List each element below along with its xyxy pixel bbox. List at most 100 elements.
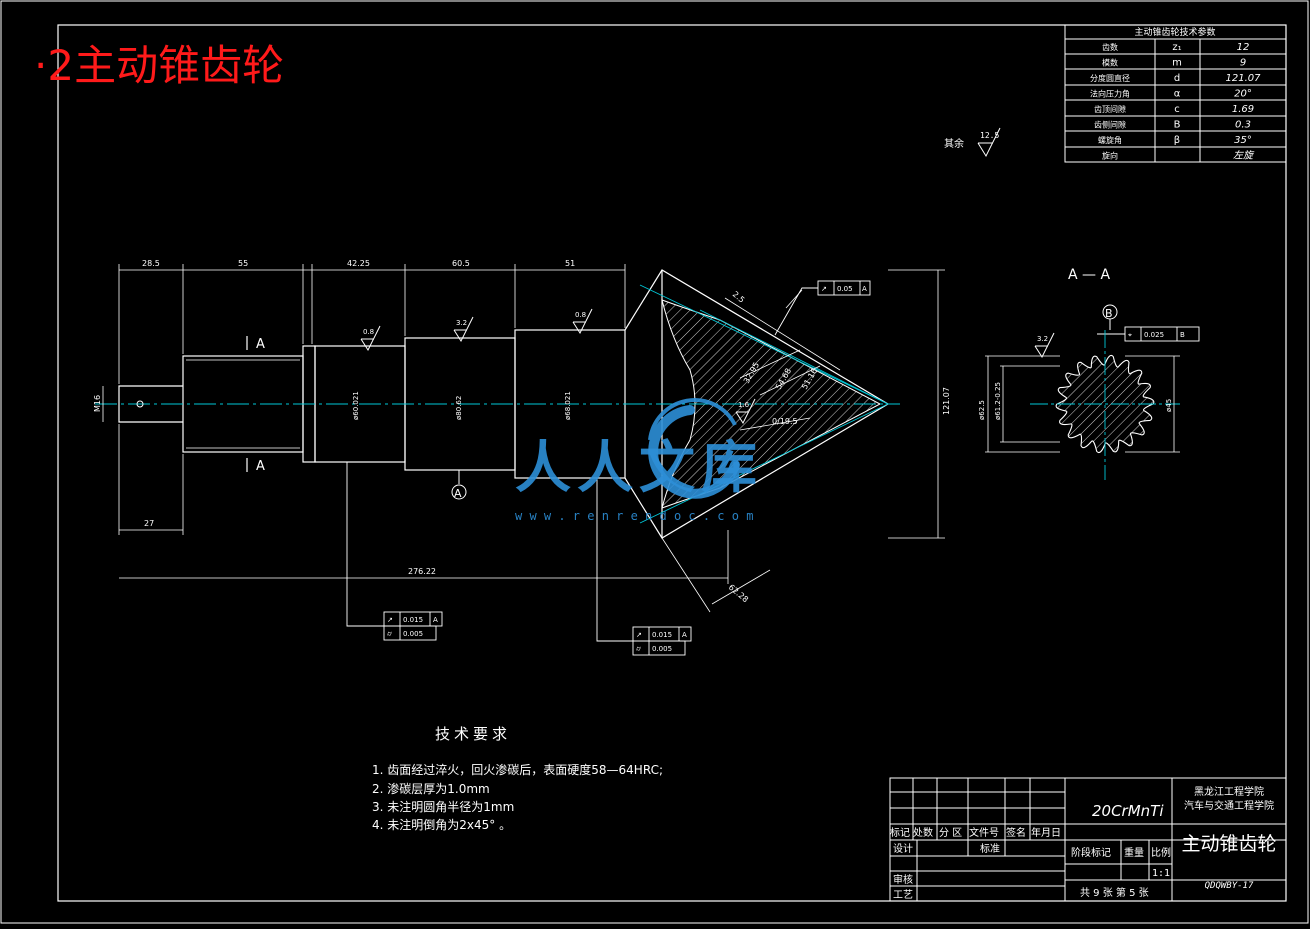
tol-spline-pos: 0.025 [1144, 331, 1164, 339]
svg-text:↗: ↗ [636, 631, 642, 639]
dim-spline-right: ø45 [1165, 399, 1173, 412]
roughness-5: 1.6 [738, 401, 750, 409]
param-symbol: B [1174, 120, 1181, 131]
tb-scale: 比例 [1151, 846, 1171, 859]
param-symbol: d [1174, 73, 1180, 84]
dim-42-25: 42.25 [347, 259, 370, 268]
tol-cone-ref: A [862, 285, 867, 293]
dim-60-5: 60.5 [452, 259, 470, 268]
section-title: A — A [1068, 267, 1110, 283]
tb-header-3: 文件号 [969, 826, 999, 839]
tb-header-1: 处数 [913, 826, 933, 839]
tolerance-frames [346, 280, 1200, 656]
roughness-2: 3.2 [456, 319, 467, 327]
tb-header-0: 标记 [890, 827, 910, 839]
datum-a-symbol [451, 470, 467, 500]
tol-left-runout: 0.015 [403, 616, 423, 624]
watermark-url: w w w . r e n r e n d o c . c o m [515, 509, 753, 523]
shank-hole [136, 400, 144, 408]
param-value: 1.69 [1232, 104, 1254, 115]
param-value: 35° [1234, 135, 1252, 146]
param-name: 法向压力角 [1090, 89, 1130, 99]
param-symbol: z₁ [1172, 42, 1181, 53]
dim-55: 55 [238, 259, 248, 268]
title-block-grid [889, 777, 1287, 902]
roughness-1: 0.8 [363, 328, 374, 336]
tb-code: QDQWBY-17 [1205, 881, 1254, 891]
tech-req-4: 4. 未注明倒角为2x45° 。 [372, 817, 511, 832]
param-value: 9 [1240, 58, 1246, 69]
tb-review: 审核 [893, 873, 913, 886]
tb-school-1: 黑龙江工程学院 [1194, 785, 1264, 798]
svg-text:ø61.2-0.25: ø61.2-0.25 [994, 382, 1002, 420]
tol-left-cyl: 0.005 [403, 630, 423, 638]
roughness-4: 3.2 [1037, 335, 1048, 343]
svg-text:⌖: ⌖ [1128, 331, 1132, 339]
param-name: 旋向 [1102, 151, 1118, 161]
dim-spline-left: ø62.5 [978, 400, 986, 420]
param-symbol: m [1172, 58, 1182, 69]
watermark-text: 人人文库 [515, 436, 763, 501]
dim-overall: 276.22 [408, 567, 436, 576]
param-name: 模数 [1102, 58, 1118, 68]
param-name: 齿数 [1102, 42, 1118, 52]
tb-school-2: 汽车与交通工程学院 [1184, 799, 1274, 812]
tb-header-5: 年月日 [1031, 826, 1061, 839]
spline-dimension-lines [985, 355, 1180, 453]
tb-design: 设计 [893, 842, 913, 855]
tb-part-name: 主动锥齿轮 [1181, 833, 1276, 855]
tb-scale-value: 1:1 [1152, 868, 1170, 879]
section-marker-bottom: A [256, 459, 265, 474]
dim-angle: 2.5 [731, 290, 747, 305]
dim-cone-4: 0/19.5 [772, 417, 798, 426]
tol-cone-runout: 0.05 [837, 285, 853, 293]
tb-header-2: 分 区 [939, 827, 962, 839]
tb-sheets: 共 9 张 第 5 张 [1080, 886, 1149, 899]
param-value: 左旋 [1233, 150, 1255, 162]
tb-stage-mark: 阶段标记 [1071, 846, 1111, 859]
surface-note-label: 其余 [944, 137, 964, 150]
tol-mid-cyl: 0.005 [652, 645, 672, 653]
param-value: 20° [1234, 89, 1252, 100]
tol-left-ref: A [433, 616, 438, 624]
tech-req-2: 2. 渗碳层厚为1.0mm [372, 781, 490, 796]
tb-weight: 重量 [1124, 846, 1144, 859]
datum-b-label: B [1105, 307, 1113, 320]
param-symbol: α [1174, 89, 1181, 100]
param-name: 齿顶间隙 [1094, 104, 1126, 114]
tech-req-1: 1. 齿面经过淬火，回火渗碳后，表面硬度58—64HRC; [372, 762, 663, 777]
tb-process: 工艺 [893, 889, 913, 901]
datum-a-label: A [454, 487, 462, 500]
tb-standard: 标准 [980, 843, 1000, 855]
dim-28-5: 28.5 [142, 259, 160, 268]
dim-shank: M16 [93, 395, 102, 412]
svg-text:ø60.021: ø60.021 [352, 391, 360, 420]
datum-b-symbol [1102, 304, 1118, 330]
tech-req-3: 3. 未注明圆角半径为1mm [372, 799, 514, 814]
svg-text:↗: ↗ [821, 285, 827, 293]
param-value: 12 [1237, 42, 1250, 53]
tech-req-list: 1. 齿面经过淬火，回火渗碳后，表面硬度58—64HRC; 2. 渗碳层厚为1.… [372, 762, 663, 832]
param-value: 0.3 [1235, 120, 1251, 131]
param-value: 121.07 [1226, 73, 1262, 84]
surface-note-roughness: 12.5 [980, 131, 999, 140]
dim-27: 27 [144, 519, 154, 528]
spline-center-lines [1030, 330, 1180, 480]
tol-spline-ref: B [1180, 331, 1185, 339]
param-symbol: β [1174, 135, 1180, 146]
dim-cone-height: 121.07 [942, 387, 951, 415]
center-lines [95, 284, 900, 524]
svg-text:↗: ↗ [387, 616, 393, 624]
param-symbol: c [1174, 104, 1180, 115]
params-rows: 齿数 z₁ 12 模数 m 9 分度圆直径 d 121.07 法向压力角 α 20° 齿顶间隙 c 1.69… [1090, 42, 1261, 162]
param-name: 螺旋角 [1098, 135, 1122, 145]
svg-text:⌭: ⌭ [636, 645, 641, 653]
param-name: 分度圆直径 [1090, 73, 1130, 83]
svg-text:⌭: ⌭ [387, 630, 392, 638]
svg-text:ø68.021: ø68.021 [564, 391, 572, 420]
svg-text:ø80.62: ø80.62 [455, 396, 463, 420]
dimension-lines [102, 264, 945, 613]
title-block-headers: 标记 处数 分 区 文件号 签名 年月日 设计 标准 审核 工艺 阶段标记 重量… [890, 826, 1171, 901]
